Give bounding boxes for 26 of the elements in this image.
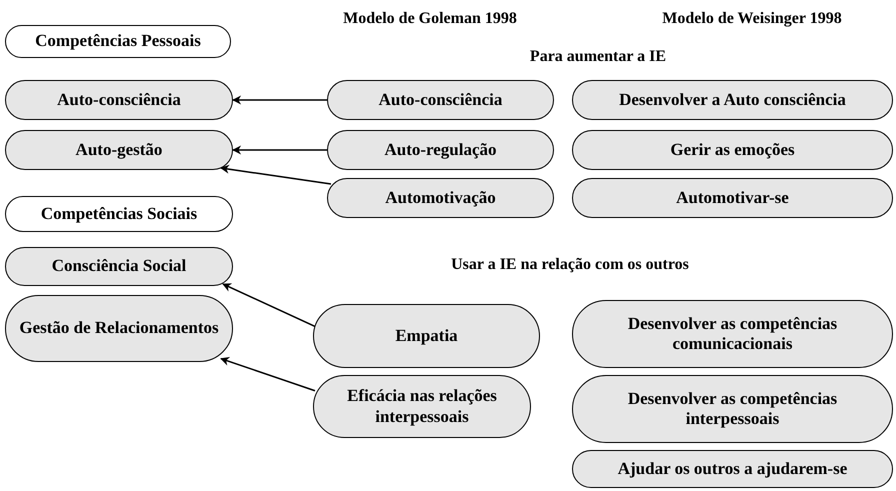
arrow [232, 96, 327, 104]
process-pill: Gestão de Relacionamentos [5, 295, 233, 362]
section-heading: Para aumentar a IE [530, 48, 666, 66]
process-pill: Ajudar os outros a ajudarem-se [572, 450, 893, 488]
arrow [220, 357, 316, 392]
process-pill: Eficácia nas relações interpessoais [313, 375, 531, 438]
process-pill: Automotivação [327, 178, 554, 218]
process-pill: Consciência Social [5, 247, 233, 286]
arrow [222, 283, 316, 328]
process-pill: Automotivar-se [572, 178, 893, 218]
process-pill: Empatia [313, 304, 540, 368]
process-pill: Desenvolver as competências interpessoais [572, 375, 893, 443]
column-heading: Modelo de Weisinger 1998 [662, 10, 842, 28]
heading-pill: Competências Pessoais [5, 25, 231, 58]
heading-pill: Competências Sociais [5, 196, 233, 232]
arrow [220, 164, 332, 185]
arrow [232, 146, 327, 154]
process-pill: Auto-consciência [327, 80, 554, 120]
process-pill: Desenvolver a Auto consciência [572, 80, 893, 120]
process-pill: Auto-consciência [5, 80, 233, 120]
section-heading: Usar a IE na relação com os outros [451, 256, 689, 274]
process-pill: Desenvolver as competências comunicacionais [572, 300, 893, 368]
process-pill: Auto-gestão [5, 130, 233, 170]
process-pill: Gerir as emoções [572, 130, 893, 170]
process-pill: Auto-regulação [327, 130, 554, 170]
column-heading: Modelo de Goleman 1998 [343, 10, 517, 28]
